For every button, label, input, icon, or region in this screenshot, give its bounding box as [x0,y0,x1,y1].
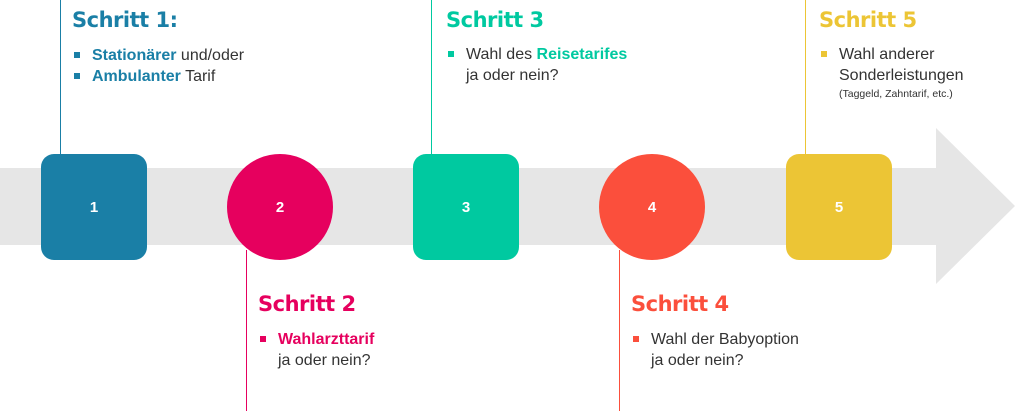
step-3-title: Schritt 3 [446,8,544,32]
step-2-title: Schritt 2 [258,292,356,316]
step-node-3: 3 [413,154,519,260]
step-node-4: 4 [599,154,705,260]
step-5-item-1-line-2: Sonderleistungen [839,67,964,84]
step-5-item-1-note: (Taggeld, Zahntarif, etc.) [839,88,953,100]
step-1-item-1-highlight: Stationärer [92,47,177,64]
step-1-item-2-rest: Tarif [180,68,216,85]
bullet-icon [74,73,80,79]
step-number-4: 4 [647,198,657,216]
step-5-item-1: Wahl anderer Sonderleistungen (Taggeld, … [819,44,964,102]
step-5-title: Schritt 5 [819,8,917,32]
step-4-item-1: Wahl der Babyoption ja oder nein? [631,329,799,371]
bullet-icon [633,336,639,342]
step-3-item-1-rest: ja oder nein? [466,67,559,84]
step-3-text: Schritt 3 Wahl des Reisetarifes ja oder … [446,8,627,86]
step-1-item-2: Ambulanter Tarif [72,66,244,87]
step-4-item-1-line-2: ja oder nein? [651,352,744,369]
step-5-text: Schritt 5 Wahl anderer Sonderleistungen … [819,8,964,102]
step-1-title: Schritt 1: [72,8,178,32]
step-3-item-1-prefix: Wahl des [466,46,537,63]
step-2-item-1: Wahlarzttarif ja oder nein? [258,329,374,371]
step-5-item-1-line-1: Wahl anderer [839,46,935,63]
step-node-5: 5 [786,154,892,260]
step-3-item-1: Wahl des Reisetarifes ja oder nein? [446,44,627,86]
bullet-icon [821,51,827,57]
bullet-icon [74,52,80,58]
connector-line-1 [60,0,61,155]
bullet-icon [448,51,454,57]
step-2-text: Schritt 2 Wahlarzttarif ja oder nein? [258,292,374,371]
step-4-text: Schritt 4 Wahl der Babyoption ja oder ne… [631,292,799,371]
connector-line-2 [246,250,247,411]
step-1-item-2-highlight: Ambulanter [92,68,181,85]
step-number-2: 2 [275,198,285,216]
step-node-2: 2 [227,154,333,260]
step-4-title: Schritt 4 [631,292,729,316]
step-1-text: Schritt 1: Stationärer und/oder Ambulant… [72,8,244,87]
connector-line-5 [805,0,806,160]
step-number-1: 1 [89,198,99,216]
step-4-item-1-line-1: Wahl der Babyoption [651,331,799,348]
step-1-item-1: Stationärer und/oder [72,45,244,66]
bullet-icon [260,336,266,342]
step-3-item-1-highlight: Reisetarifes [536,46,628,63]
step-number-5: 5 [834,198,844,216]
connector-line-4 [619,250,620,411]
step-1-item-1-rest: und/oder [176,47,245,64]
step-2-item-1-highlight: Wahlarzttarif [278,331,375,348]
step-number-3: 3 [461,198,471,216]
connector-line-3 [431,0,432,155]
step-node-1: 1 [41,154,147,260]
step-2-item-1-rest: ja oder nein? [278,352,371,369]
